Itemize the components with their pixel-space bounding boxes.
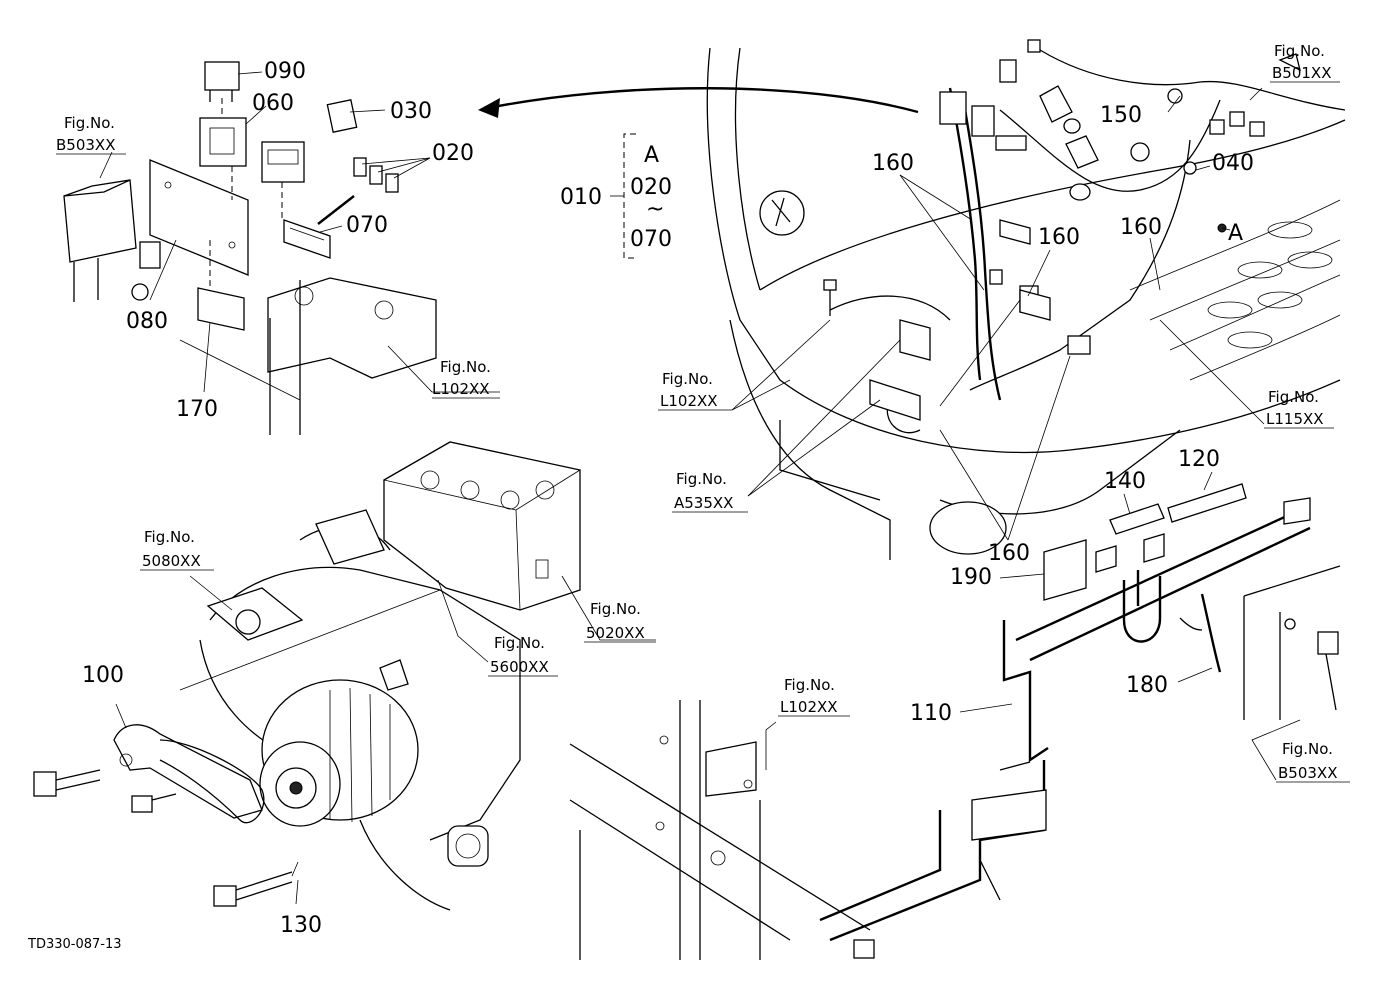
- svg-text:Fig.No.: Fig.No.: [494, 634, 545, 652]
- fig-ref-5600: Fig.No. 5600XX: [488, 634, 558, 677]
- fig-ref-a535: Fig.No. A535XX: [672, 470, 748, 513]
- fig-ref-5080: Fig.No. 5080XX: [140, 528, 214, 571]
- svg-text:Fig.No.: Fig.No.: [440, 358, 491, 376]
- part-num-110: 110: [910, 701, 952, 726]
- range-mid: 020: [630, 175, 672, 200]
- range-bottom: 070: [630, 227, 672, 252]
- part-num-020: 020: [432, 141, 474, 166]
- part-num-130: 130: [280, 913, 322, 938]
- svg-text:B503XX: B503XX: [56, 136, 115, 154]
- svg-text:Fig.No.: Fig.No.: [1282, 740, 1333, 758]
- part-num-150: 150: [1100, 103, 1142, 128]
- svg-text:5080XX: 5080XX: [142, 552, 201, 570]
- part-num-040: 040: [1212, 151, 1254, 176]
- svg-text:L102XX: L102XX: [780, 698, 838, 716]
- part-num-120: 120: [1178, 447, 1220, 472]
- range-tilde: ~: [646, 197, 664, 222]
- svg-text:Fig.No.: Fig.No.: [662, 370, 713, 388]
- fig-ref-l102-bottom: Fig.No. L102XX: [778, 676, 850, 717]
- svg-text:Fig.No.: Fig.No.: [676, 470, 727, 488]
- part-num-080: 080: [126, 309, 168, 334]
- leaders-bottom-right: [765, 471, 1301, 781]
- svg-text:Fig.No.: Fig.No.: [784, 676, 835, 694]
- part-num-010: 010: [560, 185, 602, 210]
- svg-text:B501XX: B501XX: [1272, 64, 1331, 82]
- fig-ref-b503-top: Fig.No. B503XX: [56, 114, 126, 155]
- svg-text:Fig.No.: Fig.No.: [144, 528, 195, 546]
- part-num-160-b: 160: [1038, 225, 1080, 250]
- fig-ref-5020: Fig.No. 5020XX: [584, 600, 656, 643]
- part-num-160-c: 160: [1120, 215, 1162, 240]
- view-marker-a: A: [1228, 221, 1243, 246]
- part-num-160-a: 160: [872, 151, 914, 176]
- leaders-top-left: [99, 71, 500, 393]
- part-num-030: 030: [390, 99, 432, 124]
- svg-text:Fig.No.: Fig.No.: [64, 114, 115, 132]
- fig-ref-l102-mid: Fig.No. L102XX: [658, 370, 732, 411]
- svg-text:B503XX: B503XX: [1278, 764, 1337, 782]
- fig-ref-b503-bottom: Fig.No. B503XX: [1276, 740, 1350, 783]
- svg-text:Fig.No.: Fig.No.: [1268, 388, 1319, 406]
- part-num-100: 100: [82, 663, 124, 688]
- hood-harness-assembly: [706, 39, 1346, 560]
- svg-text:Fig.No.: Fig.No.: [590, 600, 641, 618]
- svg-text:L115XX: L115XX: [1266, 410, 1324, 428]
- part-num-060: 060: [252, 91, 294, 116]
- part-num-190: 190: [950, 565, 992, 590]
- leaders-middle-left: [115, 575, 656, 905]
- svg-text:L102XX: L102XX: [432, 380, 490, 398]
- document-id: TD330-087-13: [27, 937, 122, 952]
- fuse-board-assembly: [63, 61, 437, 435]
- part-num-140: 140: [1104, 469, 1146, 494]
- frame-bracket-assembly: [569, 483, 1341, 960]
- svg-text:5600XX: 5600XX: [490, 658, 549, 676]
- part-num-090: 090: [264, 59, 306, 84]
- part-num-180: 180: [1126, 673, 1168, 698]
- detail-arrow: [478, 87, 919, 118]
- range-top: A: [644, 143, 659, 168]
- fig-ref-l115: Fig.No. L115XX: [1264, 388, 1334, 429]
- engine-alternator-assembly: [33, 441, 582, 911]
- part-num-160-d: 160: [988, 541, 1030, 566]
- fig-ref-l102-top: Fig.No. L102XX: [432, 358, 500, 399]
- svg-text:A535XX: A535XX: [674, 494, 733, 512]
- svg-text:L102XX: L102XX: [660, 392, 718, 410]
- part-num-170: 170: [176, 397, 218, 422]
- svg-text:Fig.No.: Fig.No.: [1274, 42, 1325, 60]
- leaders-top-right: [731, 87, 1265, 541]
- range-bracket: [610, 133, 636, 259]
- part-num-070: 070: [346, 213, 388, 238]
- svg-text:5020XX: 5020XX: [586, 624, 645, 642]
- fig-ref-b501: Fig.No. B501XX: [1270, 42, 1340, 83]
